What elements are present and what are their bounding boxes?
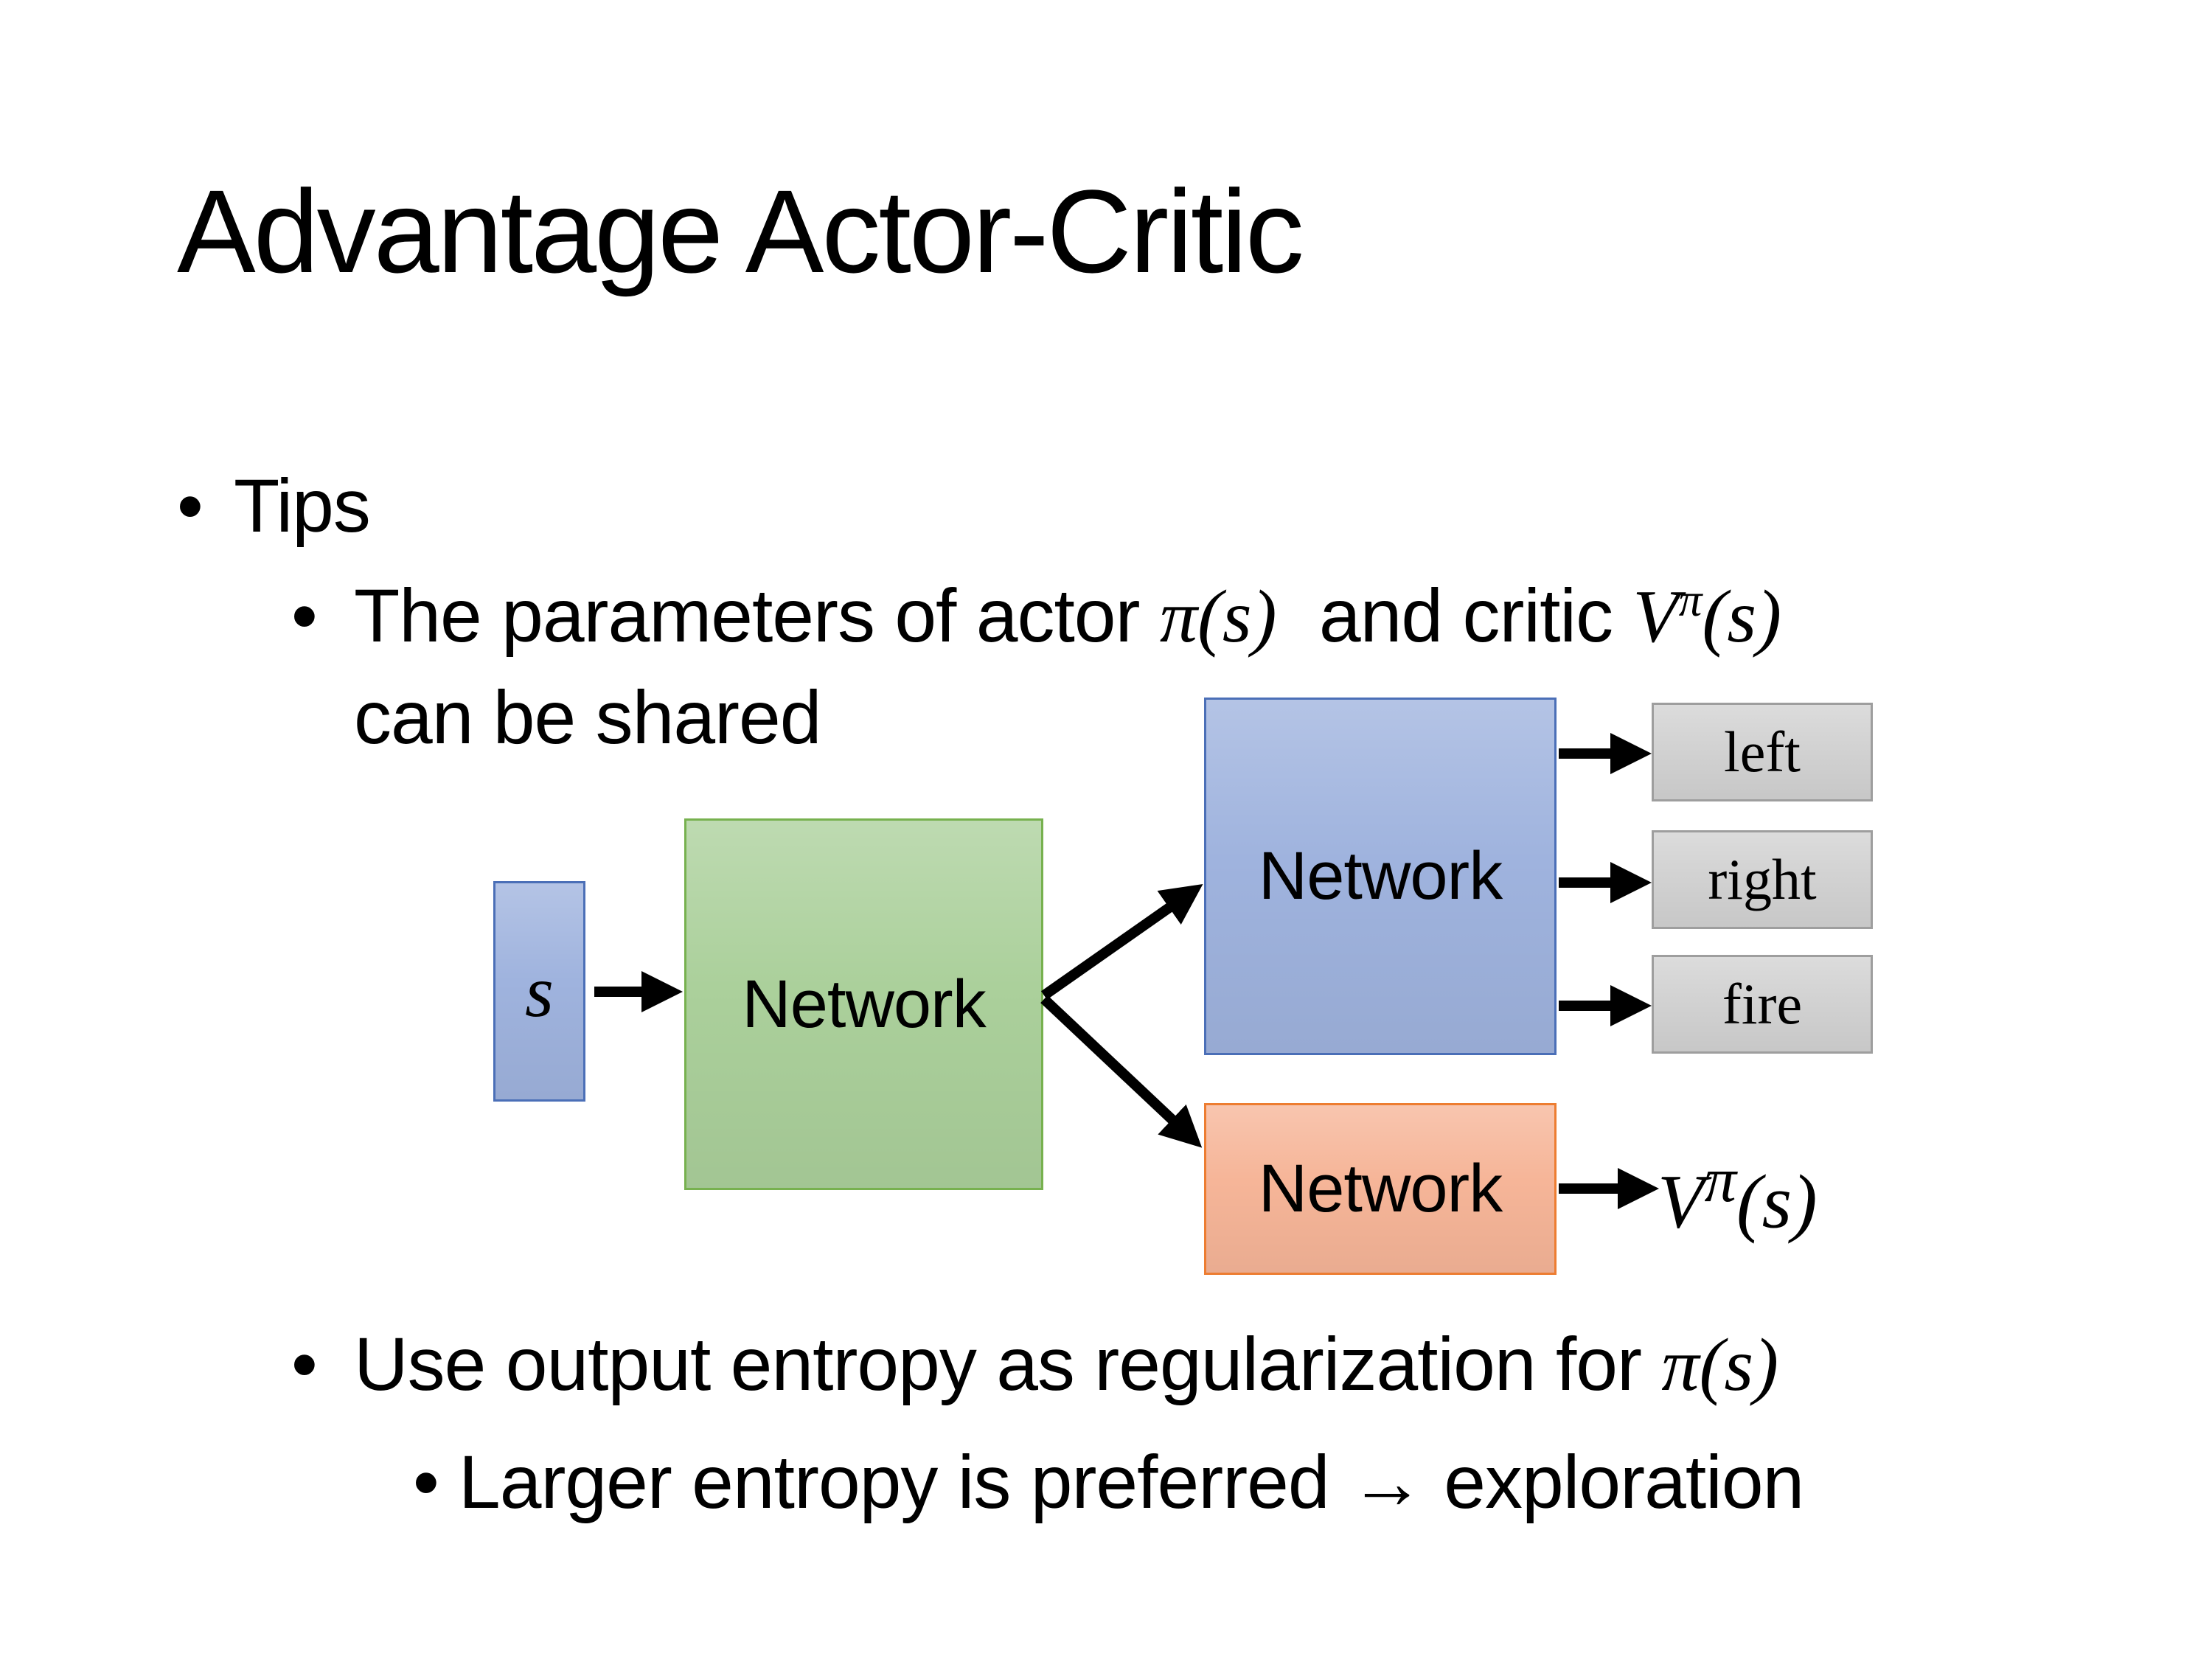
- math-pi: π: [1661, 1324, 1700, 1407]
- actor-network-label: Network: [1258, 838, 1503, 914]
- critic-output-value: Vπ(s): [1658, 1138, 1818, 1252]
- math-v-pi-s: Vπ(s): [1632, 575, 1781, 658]
- critic-network-box: Network: [1204, 1103, 1557, 1275]
- entropy-text: Use output entropy as regularization for…: [354, 1314, 1778, 1416]
- bullet-glyph: •: [413, 1440, 439, 1524]
- shared-params-text: The parameters of actor π(s) and critic …: [354, 566, 1781, 768]
- math-paren-s: (s): [1736, 1159, 1818, 1245]
- arrow-shared-to-actor: [1040, 883, 1203, 1000]
- actor-network-box: Network: [1204, 698, 1557, 1055]
- state-box: s: [493, 881, 585, 1102]
- math-pi: π: [1159, 575, 1197, 658]
- tips-label: Tips: [234, 464, 371, 548]
- bullet-line-shared-params: • The parameters of actor π(s) and criti…: [291, 566, 1781, 768]
- action-label-right: right: [1708, 847, 1817, 911]
- page-title: Advantage Actor-Critic: [177, 165, 1304, 297]
- action-label-left: left: [1724, 720, 1801, 784]
- shared-params-line1: The parameters of actor π(s) and critic …: [354, 574, 1781, 658]
- exploration-text: Larger entropy is preferred → exploratio…: [459, 1440, 1804, 1524]
- critic-network-label: Network: [1258, 1151, 1503, 1226]
- state-label: s: [525, 950, 554, 1032]
- math-pi-sup: π: [1704, 1144, 1736, 1215]
- bullet-glyph: •: [177, 464, 204, 548]
- math-V: V: [1658, 1159, 1705, 1245]
- bullet-glyph: •: [291, 1322, 318, 1406]
- arrow-shared-to-critic: [1040, 995, 1203, 1148]
- action-label-fire: fire: [1722, 972, 1803, 1036]
- math-pi-sup: π: [1678, 574, 1703, 626]
- math-pi-s: π(s): [1160, 575, 1277, 658]
- math-paren-s: (s): [1197, 575, 1277, 658]
- math-pi-s: π(s): [1661, 1324, 1778, 1407]
- bullet-line-tips: • Tips: [177, 456, 371, 556]
- shared-params-line2: can be shared: [354, 675, 821, 759]
- math-paren-s: (s): [1702, 575, 1782, 658]
- math-paren-s: (s): [1699, 1324, 1779, 1407]
- shared-params-pre: The parameters of actor: [354, 574, 1160, 658]
- shared-params-mid: and critic: [1298, 574, 1633, 658]
- shared-network-label: Network: [742, 966, 986, 1042]
- math-V: V: [1632, 575, 1679, 658]
- bullet-glyph: •: [291, 574, 318, 658]
- shared-network-box: Network: [684, 818, 1043, 1190]
- action-box-right: right: [1652, 830, 1873, 929]
- bullet-line-exploration: • Larger entropy is preferred → explorat…: [413, 1432, 1804, 1532]
- bullet-line-entropy: • Use output entropy as regularization f…: [291, 1314, 1778, 1416]
- action-box-left: left: [1652, 703, 1873, 801]
- entropy-pre: Use output entropy as regularization for: [354, 1322, 1662, 1406]
- action-box-fire: fire: [1652, 955, 1873, 1054]
